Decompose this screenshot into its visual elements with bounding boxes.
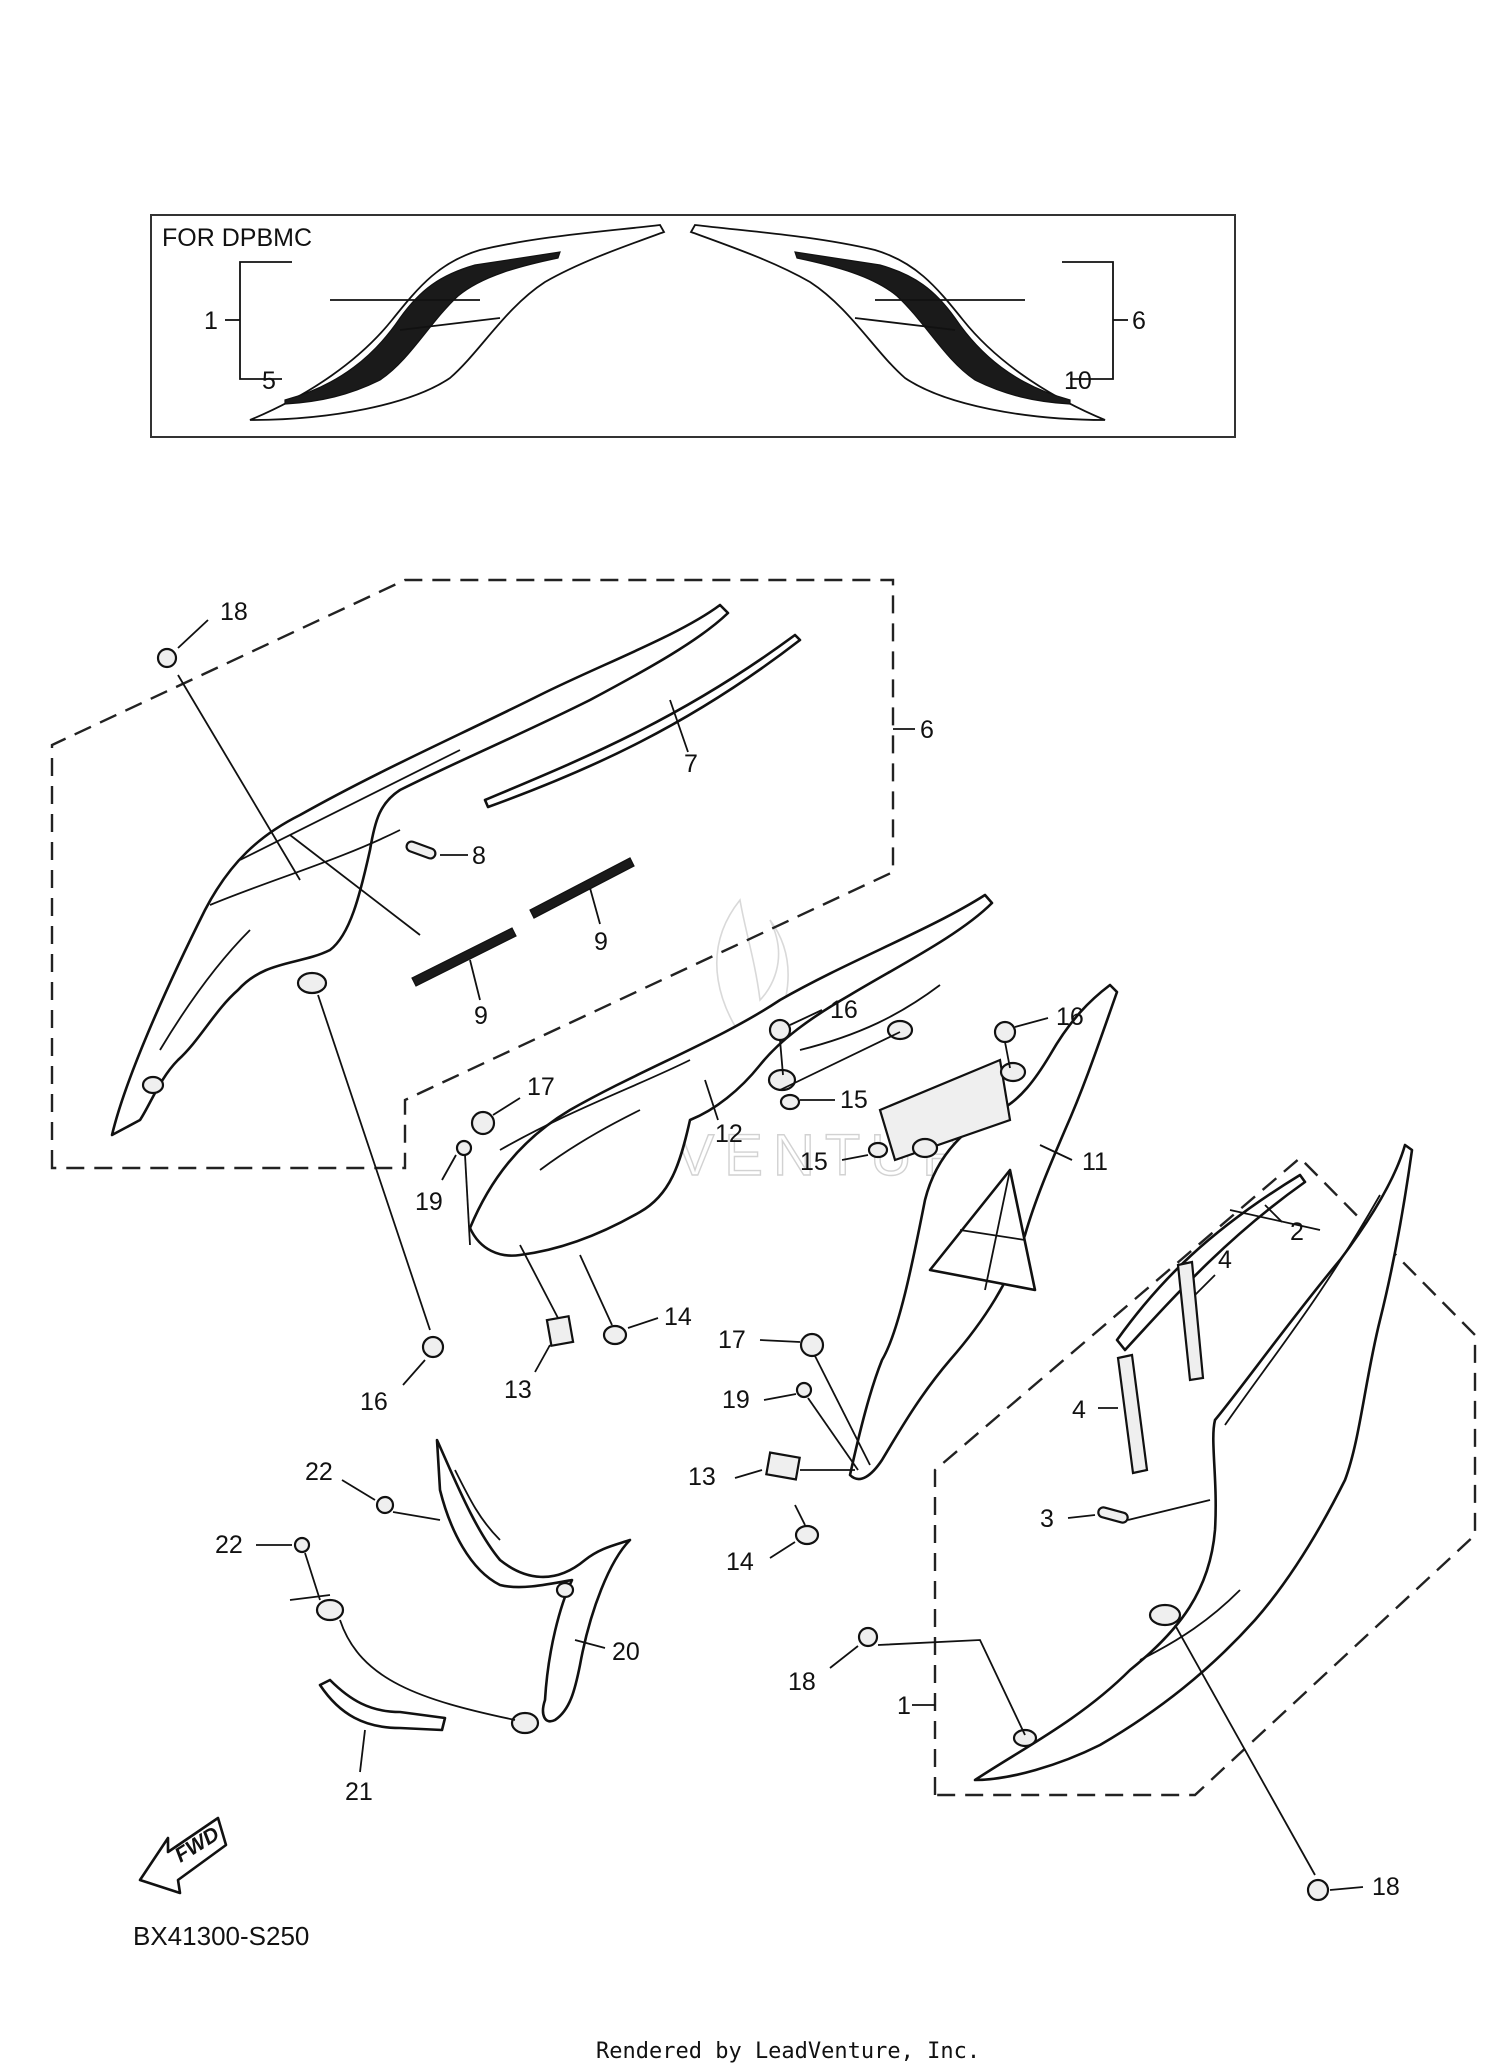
callout-12: 12 bbox=[715, 1120, 743, 1148]
part-21-tube: 21 bbox=[318, 1678, 447, 1806]
callout-20: 20 bbox=[612, 1638, 640, 1666]
rendered-by: Rendered by LeadVenture, Inc. bbox=[596, 2039, 980, 2064]
callout-16c: 16 bbox=[360, 1388, 388, 1416]
callout-16a: 16 bbox=[830, 996, 858, 1024]
callout-18a: 18 bbox=[220, 598, 248, 626]
group-6-side-cowling: 6 7 8 9 9 18 bbox=[50, 578, 934, 1170]
inset-right-decal bbox=[689, 224, 1106, 421]
inset-left-bracket: 1 5 bbox=[204, 261, 292, 395]
callout-21: 21 bbox=[345, 1778, 373, 1806]
fwd-arrow: FWD bbox=[138, 1816, 228, 1895]
callout-9a: 9 bbox=[594, 928, 608, 956]
callout-5: 5 bbox=[262, 367, 276, 395]
callout-11: 11 bbox=[1082, 1148, 1108, 1176]
inset-right-bracket: 6 10 bbox=[1062, 261, 1146, 395]
callout-13a: 13 bbox=[504, 1376, 532, 1404]
callout-22b: 22 bbox=[215, 1531, 243, 1559]
inset-panel: FOR DPBMC 1 5 6 10 bbox=[150, 214, 1236, 438]
callout-22a: 22 bbox=[305, 1458, 333, 1486]
callout-7: 7 bbox=[684, 750, 698, 778]
callout-14b: 14 bbox=[726, 1548, 754, 1576]
callout-10: 10 bbox=[1064, 367, 1092, 395]
inset-title: FOR DPBMC bbox=[162, 224, 312, 252]
callout-18b: 18 bbox=[788, 1668, 816, 1696]
callout-18c: 18 bbox=[1372, 1873, 1400, 1901]
callout-14a: 14 bbox=[664, 1303, 692, 1331]
callout-6: 6 bbox=[920, 716, 934, 744]
diagram-code: BX41300-S250 bbox=[133, 1921, 309, 1951]
callout-9b: 9 bbox=[474, 1002, 488, 1030]
inset-left-decal bbox=[249, 224, 666, 421]
part-11-inner-frame: 11 16 15 17 19 13 14 bbox=[688, 983, 1119, 1576]
callout-6-inset: 6 bbox=[1132, 307, 1146, 335]
callout-3: 3 bbox=[1040, 1505, 1054, 1533]
callout-2: 2 bbox=[1290, 1218, 1304, 1246]
screw-16-left: 16 bbox=[317, 994, 445, 1416]
callout-17b: 17 bbox=[718, 1326, 746, 1354]
part-20-lower-cover: 20 22 22 bbox=[215, 1438, 640, 1735]
group-1-side-cowling: 1 2 4 4 3 18 18 bbox=[788, 1143, 1477, 1902]
callout-4a: 4 bbox=[1218, 1246, 1232, 1274]
callout-1-inset: 1 bbox=[204, 307, 218, 335]
callout-15a: 15 bbox=[840, 1086, 868, 1114]
callout-1: 1 bbox=[897, 1692, 911, 1720]
callout-17a: 17 bbox=[527, 1073, 555, 1101]
callout-8: 8 bbox=[472, 842, 486, 870]
callout-16b: 16 bbox=[1056, 1003, 1084, 1031]
callout-13b: 13 bbox=[688, 1463, 716, 1491]
callout-4b: 4 bbox=[1072, 1396, 1086, 1424]
callout-15b: 15 bbox=[800, 1148, 828, 1176]
callout-19a: 19 bbox=[415, 1188, 443, 1216]
part-12-inner-panel: 12 16 15 17 19 13 14 bbox=[415, 893, 994, 1404]
callout-19b: 19 bbox=[722, 1386, 750, 1414]
